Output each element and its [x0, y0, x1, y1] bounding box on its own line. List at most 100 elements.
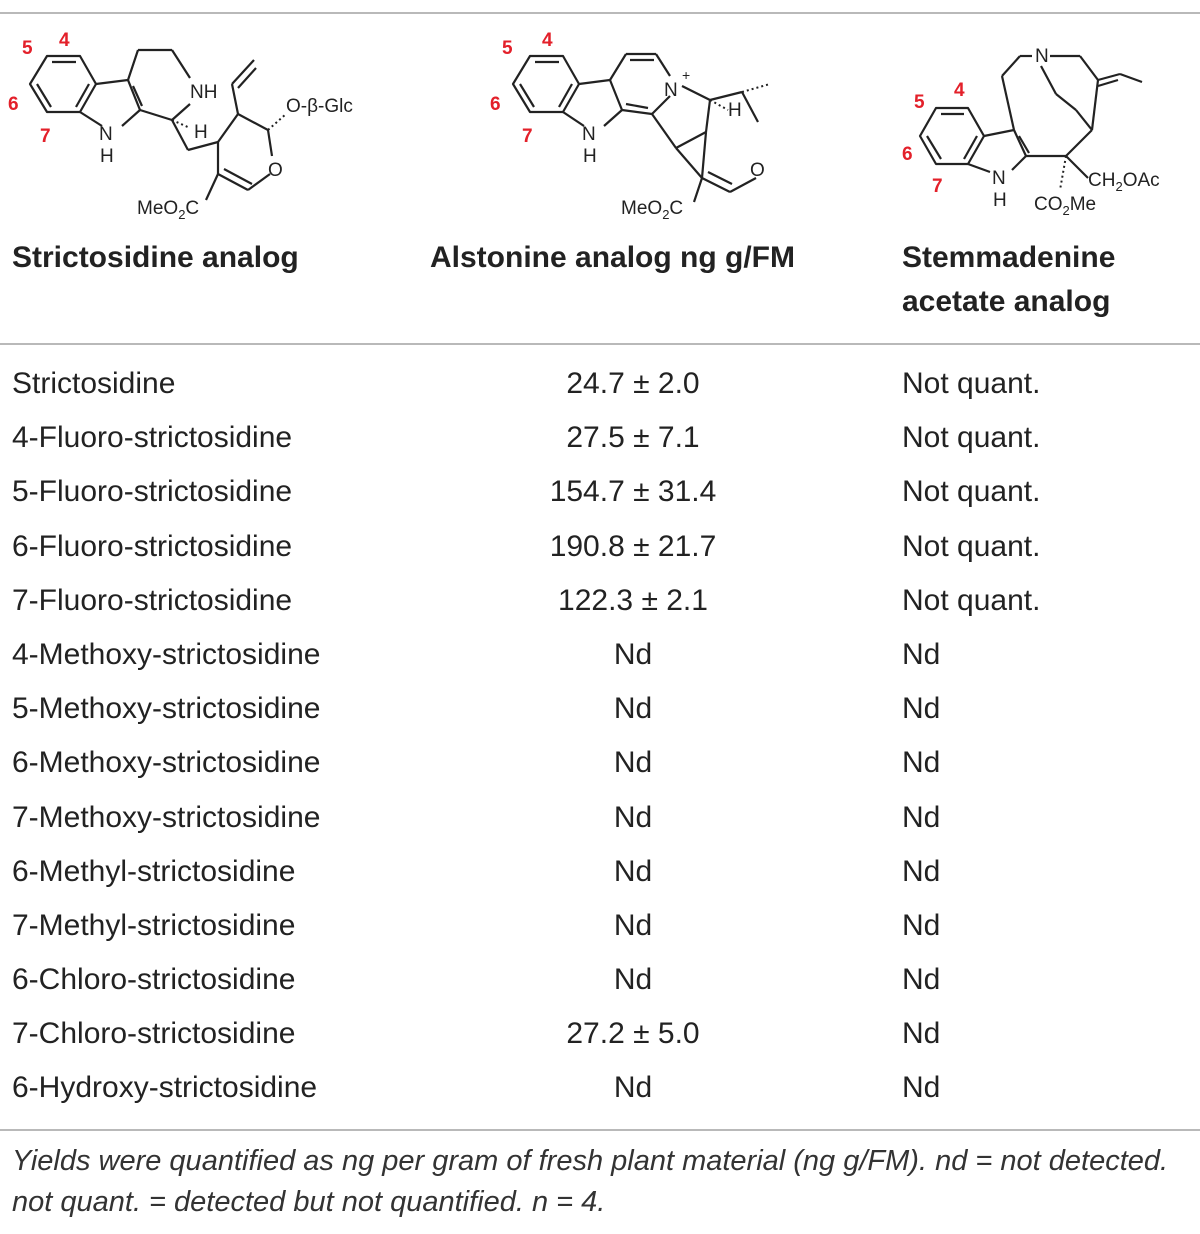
stemmadenine-value-cell: Nd: [902, 692, 941, 726]
strictosidine-structure: NH H N H O-β-Glc O MeO2C 4 5 6 7: [0, 14, 400, 224]
table-row: 4-Methoxy-strictosidine Nd Nd: [0, 628, 1200, 682]
stemmadenine-value-cell: Nd: [902, 1071, 941, 1105]
alstonine-value-cell: 27.5 ± 7.1: [566, 421, 700, 455]
alstonine-value-cell: 190.8 ± 21.7: [549, 529, 717, 563]
alstonine-value-cell: 154.7 ± 31.4: [549, 475, 717, 509]
svg-text:5: 5: [22, 38, 33, 59]
svg-text:N: N: [99, 124, 113, 145]
svg-text:7: 7: [522, 126, 533, 147]
table-row: 7-Methyl-strictosidine Nd Nd: [0, 899, 1200, 953]
table-row: 7-Methoxy-strictosidine Nd Nd: [0, 791, 1200, 845]
alstonine-value-cell: Nd: [613, 692, 653, 726]
column-header-line-2: acetate analog: [902, 285, 1111, 318]
stemmadenine-value-cell: Nd: [902, 854, 941, 888]
svg-text:H: H: [194, 122, 208, 143]
analog-cell: 6-Fluoro-strictosidine: [12, 529, 293, 563]
svg-text:H: H: [100, 146, 114, 167]
column-header-line-1: Stemmadenine: [902, 241, 1116, 274]
svg-text:5: 5: [502, 38, 513, 59]
svg-text:O-β-Glc: O-β-Glc: [286, 96, 353, 117]
stemmadenine-value-cell: Nd: [902, 908, 941, 942]
svg-text:N: N: [992, 168, 1006, 189]
analog-cell: 6-Methyl-strictosidine: [12, 854, 296, 888]
svg-text:H: H: [728, 100, 742, 121]
table-footnote: Yields were quantified as ng per gram of…: [12, 1145, 1169, 1218]
table-row: 6-Methyl-strictosidine Nd Nd: [0, 845, 1200, 899]
alstonine-value-cell: 122.3 ± 2.1: [558, 583, 708, 617]
svg-text:4: 4: [954, 80, 965, 101]
svg-text:N: N: [1035, 46, 1049, 67]
svg-text:4: 4: [542, 30, 553, 51]
svg-text:O: O: [268, 160, 283, 181]
alstonine-value-cell: Nd: [613, 963, 653, 997]
svg-text:+: +: [682, 67, 690, 83]
alstonine-value-cell: Nd: [613, 746, 653, 780]
svg-text:NH: NH: [190, 82, 217, 103]
analog-cell: Strictosidine: [12, 367, 176, 400]
table-row: 5-Fluoro-strictosidine 154.7 ± 31.4 Not qu…: [0, 465, 1200, 519]
analog-cell: 4-Fluoro-strictosidine: [12, 421, 293, 455]
stemmadenine-value-cell: Not quant.: [902, 475, 1041, 509]
analog-cell: 6-Hydroxy-strictosidine: [12, 1071, 318, 1105]
svg-text:7: 7: [40, 126, 51, 147]
svg-text:CH2OAc: CH2OAc: [1088, 170, 1160, 194]
stemmadenine-value-cell: Nd: [902, 800, 941, 834]
alstonine-value-cell: Nd: [613, 1071, 653, 1105]
table-bottom-rule: [0, 1129, 1200, 1131]
stemmadenine-acetate-structure: N N H CH2OAc CO2Me 4 5 6 7: [880, 14, 1190, 224]
stemmadenine-value-cell: Not quant.: [902, 583, 1041, 617]
svg-text:4: 4: [59, 30, 70, 51]
alstonine-value-cell: Nd: [613, 800, 653, 834]
table-row: Strictosidine 24.7 ± 2.0 Not quant.: [0, 357, 1200, 411]
table-row: 7-Fluoro-strictosidine 122.3 ± 2.1 Not qua…: [0, 574, 1200, 628]
analog-cell: 7-Fluoro-strictosidine: [12, 583, 293, 617]
analog-cell: 5-Fluoro-strictosidine: [12, 475, 293, 509]
analog-cell: 7-Methyl-strictosidine: [12, 908, 296, 942]
alstonine-value-cell: Nd: [613, 637, 653, 671]
svg-text:MeO2C: MeO2C: [621, 198, 683, 222]
svg-text:O: O: [750, 160, 765, 181]
stemmadenine-value-cell: Nd: [902, 637, 941, 671]
alstonine-structure: N + H N H O MeO2C 4 5 6 7: [430, 14, 850, 224]
stemmadenine-value-cell: Nd: [902, 746, 941, 780]
stemmadenine-value-cell: Nd: [902, 1017, 941, 1051]
svg-text:5: 5: [914, 92, 925, 113]
svg-text:N: N: [582, 124, 596, 145]
svg-text:6: 6: [8, 94, 19, 115]
table-row: 6-Methoxy-strictosidine Nd Nd: [0, 736, 1200, 790]
column-header-strictosidine-analog: Strictosidine analog: [12, 241, 299, 274]
svg-text:6: 6: [902, 144, 913, 165]
column-header-stemmadenine-acetate-analog: Stemmadenine acetate analog: [902, 236, 1115, 324]
table-row: 6-Chloro-strictosidine Nd Nd: [0, 953, 1200, 1007]
svg-text:N: N: [664, 80, 678, 101]
alstonine-value-cell: 24.7 ± 2.0: [566, 367, 700, 400]
stemmadenine-value-cell: Not quant.: [902, 529, 1041, 563]
alstonine-value-cell: Nd: [613, 908, 653, 942]
analog-cell: 6-Methoxy-strictosidine: [12, 746, 321, 780]
table-row: 5-Methoxy-strictosidine Nd Nd: [0, 682, 1200, 736]
stemmadenine-value-cell: Nd: [902, 963, 941, 997]
stemmadenine-value-cell: Not quant.: [902, 367, 1041, 400]
svg-text:H: H: [993, 190, 1007, 211]
table-row: 4-Fluoro-strictosidine 27.5 ± 7.1 Not quan…: [0, 411, 1200, 465]
alstonine-value-cell: 27.2 ± 5.0: [566, 1017, 700, 1051]
svg-text:H: H: [583, 146, 597, 167]
table-row: 6-Hydroxy-strictosidine Nd Nd: [0, 1061, 1200, 1115]
svg-text:7: 7: [932, 176, 943, 197]
stemmadenine-value-cell: Not quant.: [902, 421, 1041, 455]
svg-text:MeO2C: MeO2C: [137, 198, 199, 222]
table-row: 7-Chloro-strictosidine 27.2 ± 5.0 Nd: [0, 1007, 1200, 1061]
header-rule: [0, 343, 1200, 345]
table-top-rule: [0, 12, 1200, 14]
alstonine-value-cell: Nd: [613, 854, 653, 888]
analog-cell: 4-Methoxy-strictosidine: [12, 637, 321, 671]
svg-text:6: 6: [490, 94, 501, 115]
analog-cell: 6-Chloro-strictosidine: [12, 963, 296, 997]
analog-cell: 5-Methoxy-strictosidine: [12, 692, 321, 726]
analog-cell: 7-Chloro-strictosidine: [12, 1017, 296, 1051]
analog-cell: 7-Methoxy-strictosidine: [12, 800, 321, 834]
svg-text:CO2Me: CO2Me: [1034, 194, 1096, 218]
table-row: 6-Fluoro-strictosidine 190.8 ± 21.7 Not qu…: [0, 520, 1200, 574]
column-header-alstonine-analog: Alstonine analog ng g/FM: [430, 241, 795, 274]
